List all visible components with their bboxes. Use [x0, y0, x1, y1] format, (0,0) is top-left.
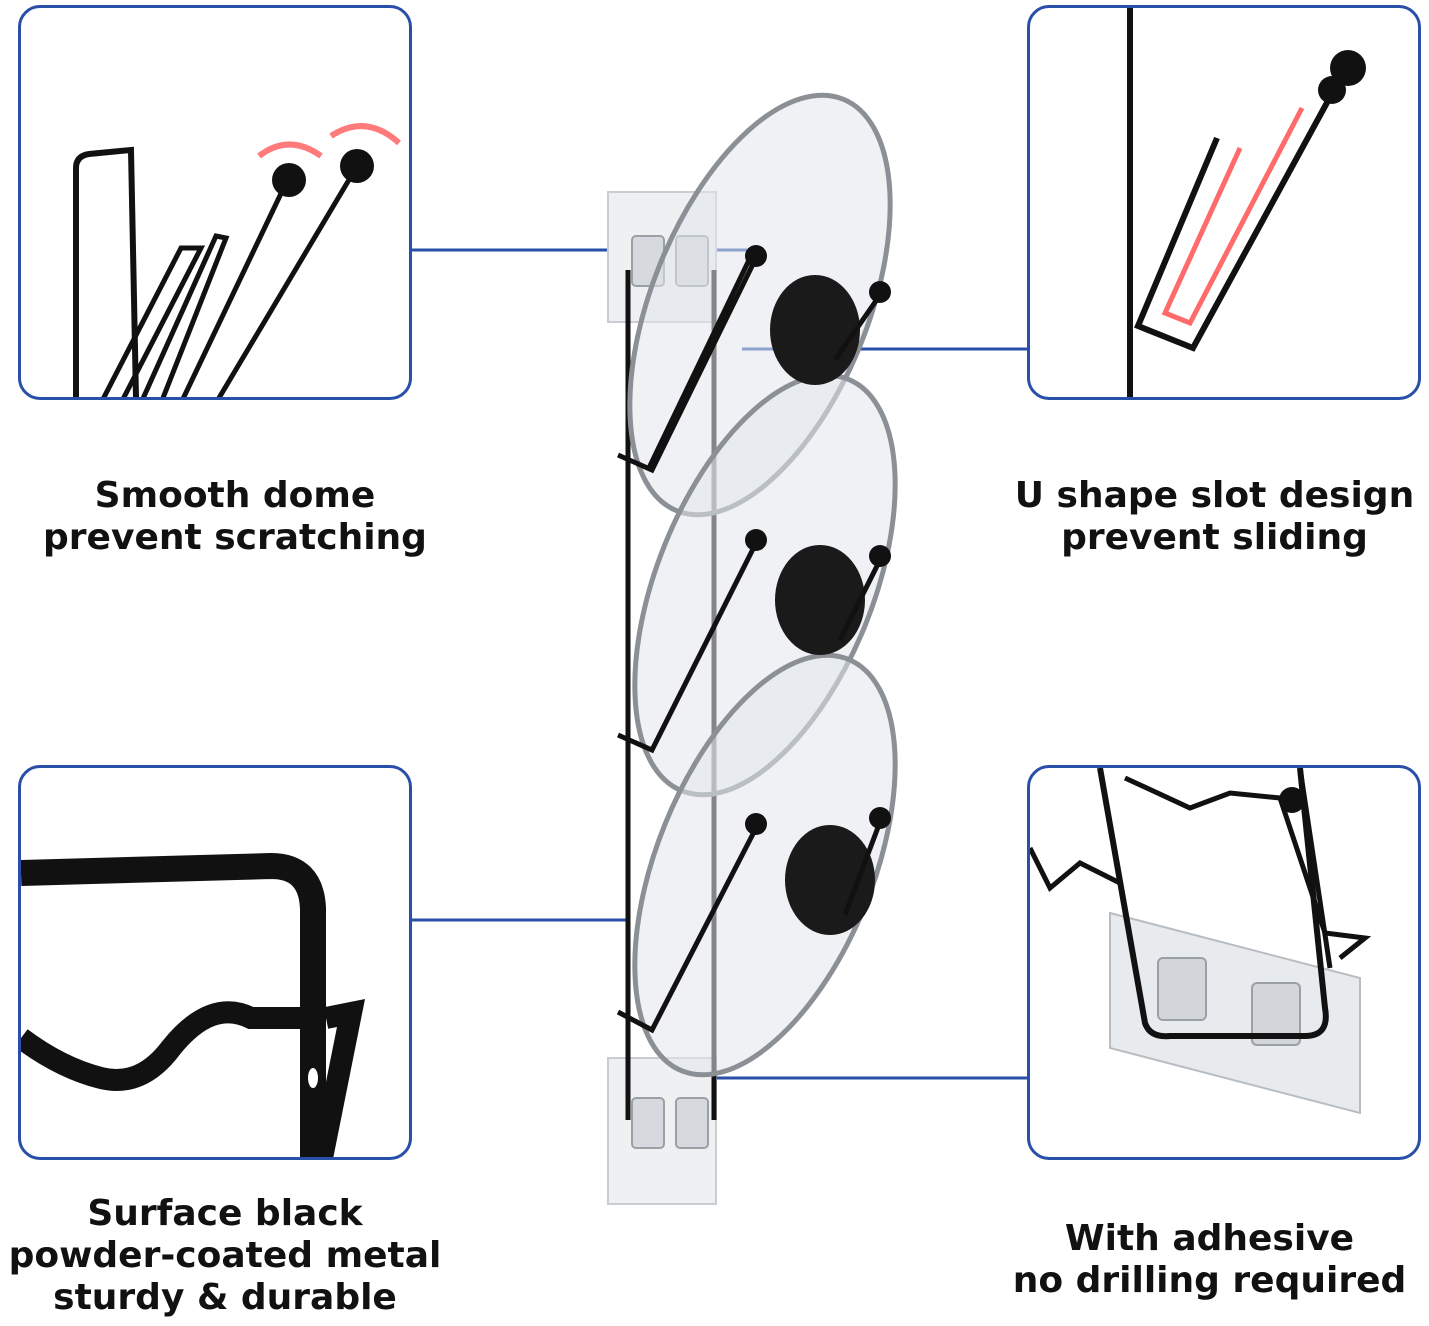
caption-line: prevent scratching	[43, 517, 427, 558]
feature-panel-metal	[18, 765, 412, 1160]
caption-line: no drilling required	[1012, 1260, 1407, 1301]
caption-line: powder-coated metal	[8, 1235, 442, 1276]
caption-line: Smooth dome	[94, 475, 376, 516]
feature-panel-u-slot	[1027, 5, 1421, 400]
caption-line: sturdy & durable	[53, 1277, 397, 1318]
adhesive-closeup-image	[1030, 768, 1372, 1115]
caption-metal: Surface black powder-coated metal sturdy…	[0, 1193, 450, 1319]
feature-panel-smooth-dome	[18, 5, 412, 400]
u-slot-closeup-image	[1127, 8, 1366, 397]
metal-closeup-image	[21, 852, 366, 1157]
caption-line: Surface black	[87, 1193, 363, 1234]
caption-smooth-dome: Smooth dome prevent scratching	[25, 475, 445, 559]
caption-line: With adhesive	[1064, 1218, 1355, 1259]
caption-adhesive: With adhesive no drilling required	[990, 1218, 1429, 1302]
feature-panel-adhesive	[1027, 765, 1421, 1160]
dome-closeup-image	[73, 123, 402, 397]
caption-line: U shape slot design	[1014, 475, 1415, 516]
caption-line: prevent sliding	[1061, 517, 1368, 558]
caption-u-slot: U shape slot design prevent sliding	[1000, 475, 1429, 559]
